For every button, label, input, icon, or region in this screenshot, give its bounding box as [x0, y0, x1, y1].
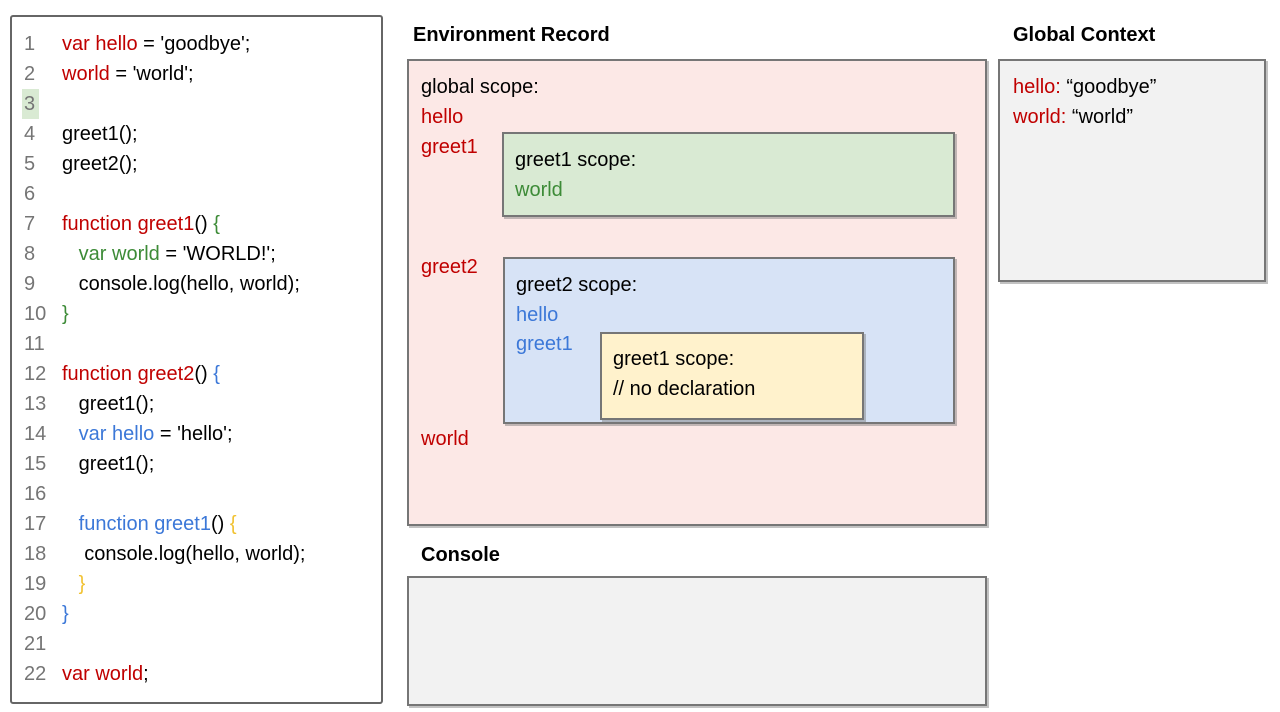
code-line: 3: [22, 89, 381, 119]
line-number: 13: [24, 393, 47, 415]
code-line: 11: [24, 329, 381, 359]
line-number: 4: [24, 123, 36, 145]
line-number: 17: [24, 513, 47, 535]
code-text: }: [62, 303, 69, 325]
entry-value: “world”: [1066, 106, 1134, 128]
code-line: 20}: [24, 599, 381, 629]
line-number: 6: [24, 183, 36, 205]
code-line: 6: [24, 179, 381, 209]
code-line: 8 var world = 'WORLD!';: [24, 239, 381, 269]
greet2-scope-var-greet1: greet1: [516, 333, 573, 355]
line-number: 11: [24, 333, 45, 355]
line-number: 1: [24, 33, 36, 55]
global-context-title: Global Context: [1013, 24, 1156, 46]
global-context-box: hello: “goodbye” world: “world”: [998, 59, 1266, 282]
code-text: function greet1() {: [78, 513, 237, 535]
code-text: greet2();: [62, 153, 138, 175]
global-var-world: world: [421, 428, 469, 450]
greet2-scope-var-hello: hello: [516, 304, 559, 326]
line-number: 7: [24, 213, 36, 235]
code-text: function greet2() {: [62, 363, 220, 385]
code-line: 10}: [24, 299, 381, 329]
greet1-scope-var-world: world: [515, 179, 563, 201]
code-text: greet1();: [78, 393, 155, 415]
greet2-scope-box: greet2 scope: hello greet1 greet1 scope:…: [503, 257, 955, 424]
code-line: 1 var hello = 'goodbye';: [24, 29, 381, 59]
inner-greet1-scope-label: greet1 scope:: [613, 348, 735, 370]
greet1-scope-box: greet1 scope: world: [502, 132, 955, 217]
environment-record-box: global scope: hello greet1 greet2 world …: [407, 59, 987, 526]
line-number: 15: [24, 453, 47, 475]
line-number: 9: [24, 273, 36, 295]
global-var-hello: hello: [421, 106, 464, 128]
entry-value: “goodbye”: [1060, 76, 1157, 98]
code-line: 5 greet2();: [24, 149, 381, 179]
code-line: 19 }: [24, 569, 381, 599]
line-number: 10: [24, 303, 47, 325]
code-line: 2 world = 'world';: [24, 59, 381, 89]
line-number: 18: [24, 543, 47, 565]
code-line: 16: [24, 479, 381, 509]
code-text: var world;: [62, 663, 149, 685]
line-number: 12: [24, 363, 47, 385]
code-text: }: [78, 573, 86, 595]
line-number: 2: [24, 63, 36, 85]
code-line: 14 var hello = 'hello';: [24, 419, 381, 449]
code-text: var hello = 'hello';: [78, 423, 233, 445]
code-lines: 1 var hello = 'goodbye'; 2 world = 'world';…: [12, 17, 381, 689]
global-context-entry-world: world: “world”: [1013, 104, 1133, 130]
line-number: 20: [24, 603, 47, 625]
code-line: 12 function greet2() {: [24, 359, 381, 389]
code-line: 15 greet1();: [24, 449, 381, 479]
code-line: 17 function greet1() {: [24, 509, 381, 539]
code-text: console.log(hello, world);: [78, 273, 300, 295]
code-line: 21: [24, 629, 381, 659]
line-number: 19: [24, 573, 47, 595]
entry-name: hello:: [1013, 76, 1061, 98]
greet1-scope-label: greet1 scope:: [515, 149, 637, 171]
line-number: 21: [24, 633, 47, 655]
global-scope-label: global scope:: [421, 76, 539, 98]
greet2-scope-label: greet2 scope:: [516, 274, 638, 296]
inner-greet1-scope-box: greet1 scope: // no declaration: [600, 332, 864, 420]
line-number: 22: [24, 663, 47, 685]
code-text: world = 'world';: [62, 63, 194, 85]
code-line: 9 console.log(hello, world);: [24, 269, 381, 299]
entry-name: world:: [1013, 106, 1067, 128]
global-var-greet2: greet2: [421, 256, 478, 278]
code-text: function greet1() {: [62, 213, 220, 235]
inner-greet1-scope-comment: // no declaration: [613, 378, 756, 400]
global-var-greet1: greet1: [421, 136, 478, 158]
line-number: 3: [22, 89, 62, 119]
line-number: 8: [24, 243, 36, 265]
code-text: console.log(hello, world);: [84, 543, 306, 565]
code-editor-panel: 1 var hello = 'goodbye'; 2 world = 'world';…: [10, 15, 383, 704]
code-text: }: [62, 603, 69, 625]
code-line: 7 function greet1() {: [24, 209, 381, 239]
code-line: 13 greet1();: [24, 389, 381, 419]
line-number: 14: [24, 423, 47, 445]
code-line: 22 var world;: [24, 659, 381, 689]
line-number: 16: [24, 483, 47, 505]
code-line: 4 greet1();: [24, 119, 381, 149]
line-number: 5: [24, 153, 36, 175]
code-text: greet1();: [62, 123, 138, 145]
global-context-entry-hello: hello: “goodbye”: [1013, 74, 1156, 100]
code-text: var hello = 'goodbye';: [62, 33, 251, 55]
code-text: greet1();: [78, 453, 155, 475]
console-title: Console: [421, 544, 500, 566]
code-text: var world = 'WORLD!';: [78, 243, 276, 265]
environment-record-title: Environment Record: [413, 24, 610, 46]
console-output-box: [407, 576, 987, 706]
code-line: 18 console.log(hello, world);: [24, 539, 381, 569]
